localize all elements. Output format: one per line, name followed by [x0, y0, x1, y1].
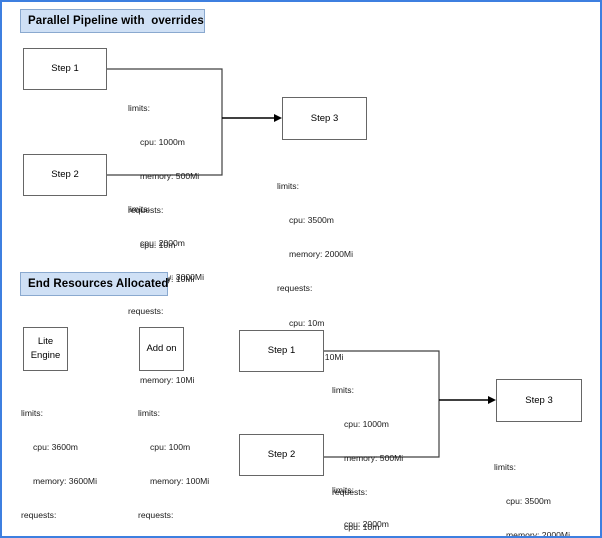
node-bottom-step3[interactable]: Step 3	[496, 379, 582, 422]
node-label-line2: Engine	[30, 350, 61, 361]
node-label: Step 3	[525, 394, 553, 406]
node-bottom-step2[interactable]: Step 2	[239, 434, 324, 476]
requests-cpu: cpu: 10m	[344, 521, 380, 532]
limits-label: limits:	[494, 461, 516, 472]
node-label: Step 2	[267, 449, 296, 460]
limits-cpu: cpu: 1000m	[344, 419, 389, 430]
limits-cpu: cpu: 2000m	[344, 519, 389, 530]
requests-memory: memory: 10Mi	[140, 374, 195, 385]
limits-label: limits:	[21, 407, 43, 418]
requests-cpu: cpu: 10m	[140, 239, 176, 250]
limits-label: limits:	[138, 407, 160, 418]
requests-cpu: cpu: 10m	[289, 317, 325, 328]
limits-label: limits:	[332, 484, 354, 495]
node-label: Step 2	[51, 169, 79, 180]
limits-cpu: cpu: 3600m	[33, 442, 78, 453]
limits-cpu: cpu: 2000m	[140, 238, 185, 249]
limits-memory: memory: 2000Mi	[289, 249, 353, 260]
limits-label: limits:	[332, 384, 354, 395]
node-label: Step 3	[310, 112, 339, 124]
node-label-line1: Lite	[37, 336, 54, 347]
node-top-step3[interactable]: Step 3	[282, 97, 367, 140]
requests-label: requests:	[138, 510, 174, 521]
limits-memory: memory: 500Mi	[140, 171, 200, 182]
requests-label: requests:	[128, 205, 164, 216]
limits-cpu: cpu: 1000m	[140, 137, 185, 148]
node-bottom-add-on[interactable]: Add on	[139, 327, 184, 371]
node-label: Add on	[146, 343, 177, 354]
resources-bottom-step3: limits: cpu: 3500m memory: 2000Mi reques…	[494, 439, 570, 538]
resources-bottom-add-on: limits: cpu: 100m memory: 100Mi requests…	[138, 385, 210, 536]
resources-bottom-lite-engine: limits: cpu: 3600m memory: 3600Mi reques…	[21, 385, 97, 536]
node-bottom-lite-engine[interactable]: Lite Engine	[23, 327, 68, 371]
requests-label: requests:	[332, 487, 368, 498]
limits-memory: memory: 3600Mi	[33, 476, 97, 487]
requests-label: requests:	[128, 306, 164, 317]
requests-label: requests:	[277, 283, 313, 294]
node-top-step2[interactable]: Step 2	[23, 154, 107, 196]
node-label: Step 1	[51, 63, 79, 74]
limits-cpu: cpu: 3500m	[289, 215, 334, 226]
node-top-step1[interactable]: Step 1	[23, 48, 107, 90]
section-banner-end-resources: End Resources Allocated	[20, 272, 168, 296]
node-label: Step 1	[267, 345, 296, 356]
limits-label: limits:	[277, 180, 299, 191]
limits-label: limits:	[128, 203, 150, 214]
resources-bottom-step1: limits: cpu: 1000m memory: 500Mi request…	[332, 362, 404, 536]
limits-memory: memory: 500Mi	[344, 453, 404, 464]
limits-memory: memory: 2000Mi	[506, 530, 570, 538]
resources-bottom-step2: limits: cpu: 2000m memory: 3000Mi reques…	[332, 462, 408, 536]
limits-cpu: cpu: 3500m	[506, 496, 551, 507]
limits-cpu: cpu: 100m	[150, 442, 191, 453]
limits-label: limits:	[128, 102, 150, 113]
limits-memory: memory: 100Mi	[150, 476, 210, 487]
node-bottom-step1[interactable]: Step 1	[239, 330, 324, 372]
section-banner-parallel-pipeline: Parallel Pipeline with overrides	[20, 9, 205, 33]
requests-label: requests:	[21, 510, 57, 521]
